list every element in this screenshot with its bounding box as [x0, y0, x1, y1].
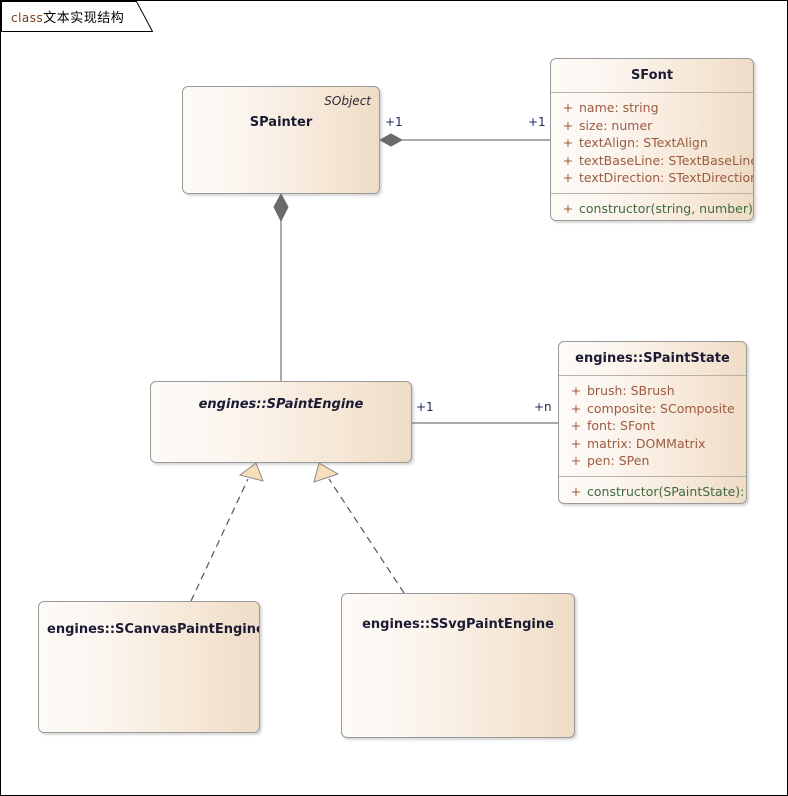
attribute-label: textAlign: STextAlign	[579, 135, 708, 150]
attribute-row: + brush: SBrush	[559, 382, 746, 400]
diagram-title-label: 文本实现结构	[43, 11, 125, 26]
multiplicity-spainter-sfont-source: +1	[385, 115, 403, 129]
link-spainter-sfont	[378, 133, 550, 147]
attribute-label: matrix: DOMMatrix	[587, 435, 706, 451]
class-separator	[559, 475, 746, 477]
visibility-marker: +	[570, 483, 582, 499]
visibility-marker: +	[570, 435, 582, 451]
attribute-label: textDirection: STextDirection	[579, 170, 754, 185]
method-label: constructor(string, number): void	[579, 200, 754, 216]
class-separator	[559, 375, 746, 376]
diagram-title-prefix: class	[11, 11, 44, 25]
attribute-row: + pen: SPen	[559, 452, 746, 470]
link-scanvasengine-realization	[190, 462, 264, 602]
link-spainter-spaintengine	[273, 192, 289, 381]
attribute-label: brush: SBrush	[587, 383, 675, 398]
attribute-row: + textBaseLine: STextBaseLine	[551, 152, 753, 170]
attribute-row: + size: numer	[551, 117, 753, 135]
multiplicity-spainter-sfont-target: +1	[528, 115, 546, 129]
class-name-ssvgpaintengine: engines::SSvgPaintEngine	[362, 617, 554, 632]
class-stereotype-sobject: SObject	[324, 94, 371, 108]
attribute-section-sfont: + name: string + size: numer + textAlign…	[551, 93, 753, 193]
visibility-marker: +	[570, 418, 582, 433]
visibility-marker: +	[562, 117, 574, 133]
visibility-marker: +	[570, 400, 582, 416]
class-name-scanvaspaintengine: engines::SCanvasPaintEngine	[47, 622, 260, 637]
class-box-ssvgpaintengine[interactable]: engines::SSvgPaintEngine	[341, 593, 575, 738]
attribute-label: font: SFont	[587, 418, 656, 433]
class-separator	[551, 92, 753, 93]
method-row: + constructor(SPaintState): void	[559, 483, 746, 501]
class-box-spaintstate[interactable]: engines::SPaintState + brush: SBrush + c…	[558, 341, 747, 504]
attribute-row: + font: SFont	[559, 417, 746, 435]
visibility-marker: +	[562, 170, 574, 185]
class-separator	[551, 192, 753, 194]
class-box-sfont[interactable]: SFont + name: string + size: numer + tex…	[550, 58, 754, 221]
method-section-spaintstate: + constructor(SPaintState): void	[559, 477, 746, 504]
diagram-title-tab: class文本实现结构	[1, 1, 153, 32]
method-row: + constructor(string, number): void	[551, 200, 753, 218]
attribute-row: + name: string	[551, 99, 753, 117]
class-name-spaintstate: engines::SPaintState	[575, 351, 730, 366]
class-name-spainter: SPainter	[249, 115, 313, 130]
attribute-row: + matrix: DOMMatrix	[559, 435, 746, 453]
class-box-scanvaspaintengine[interactable]: engines::SCanvasPaintEngine	[38, 601, 260, 733]
multiplicity-spaintengine-spaintstate-target: +n	[534, 400, 552, 414]
link-ssvgengine-realization	[313, 462, 405, 594]
class-name-sfont: SFont	[630, 68, 674, 83]
class-box-spaintengine[interactable]: engines::SPaintEngine	[150, 381, 412, 463]
multiplicity-spaintengine-spaintstate-source: +1	[416, 400, 434, 414]
attribute-section-spaintstate: + brush: SBrush + composite: SComposite …	[559, 376, 746, 476]
visibility-marker: +	[570, 383, 582, 398]
method-section-sfont: + constructor(string, number): void	[551, 194, 753, 221]
class-box-spainter[interactable]: SObject SPainter	[182, 86, 380, 194]
method-label: constructor(SPaintState): void	[587, 483, 746, 499]
visibility-marker: +	[562, 200, 574, 216]
visibility-marker: +	[562, 152, 574, 168]
attribute-row: + textAlign: STextAlign	[551, 134, 753, 152]
attribute-row: + textDirection: STextDirection	[551, 169, 753, 187]
visibility-marker: +	[562, 100, 574, 115]
visibility-marker: +	[570, 453, 582, 468]
class-name-spaintengine: engines::SPaintEngine	[198, 397, 364, 412]
visibility-marker: +	[562, 135, 574, 150]
attribute-row: + composite: SComposite	[559, 400, 746, 418]
attribute-label: name: string	[579, 100, 659, 115]
attribute-label: pen: SPen	[587, 453, 650, 468]
diagram-title-text: class文本实现结构	[11, 7, 124, 26]
attribute-label: textBaseLine: STextBaseLine	[579, 152, 754, 168]
attribute-label: size: numer	[579, 117, 653, 133]
attribute-label: composite: SComposite	[587, 400, 735, 416]
